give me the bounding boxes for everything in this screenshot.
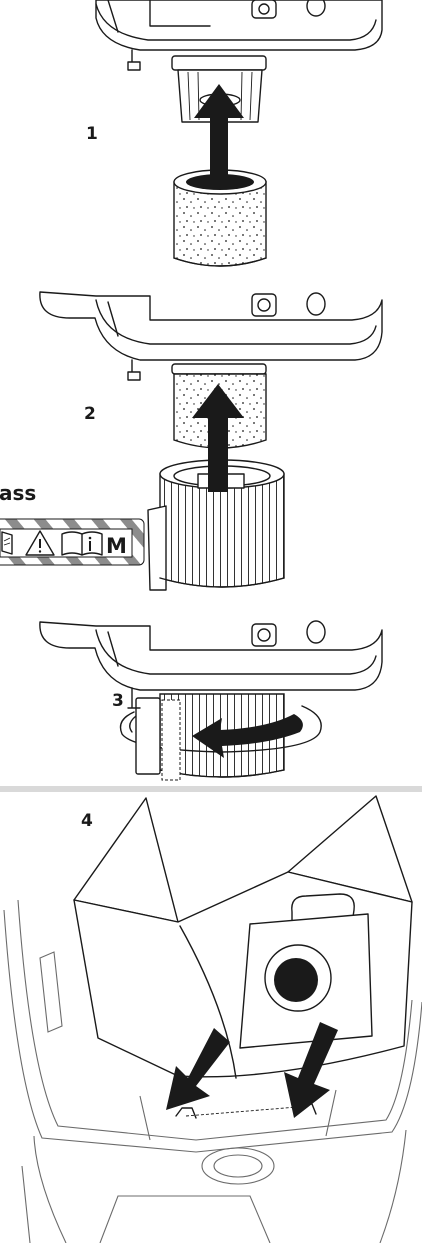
bag-mount-tabs bbox=[175, 1103, 317, 1119]
info-book-icon bbox=[61, 531, 103, 556]
arrow-down-right-icon bbox=[284, 1022, 338, 1118]
step-3-label: 3 bbox=[112, 691, 124, 711]
arrow-down-left-icon bbox=[166, 1028, 230, 1110]
rotate-arrow-icon bbox=[192, 714, 303, 758]
panel-divider bbox=[0, 786, 422, 792]
step-3-panel: 3 bbox=[39, 620, 383, 781]
arrow-up-icon bbox=[194, 84, 244, 186]
vacuum-head-housing bbox=[95, 0, 383, 71]
step-1-label: 1 bbox=[86, 124, 98, 144]
vacuum-head-housing bbox=[39, 620, 383, 691]
bag-collar-plate bbox=[239, 893, 373, 1049]
step-2-panel: 2 bbox=[39, 291, 383, 591]
step-4-label: 4 bbox=[81, 811, 93, 831]
warning-triangle-icon bbox=[25, 530, 55, 556]
manual-book-icon bbox=[1, 531, 13, 555]
vacuum-head-housing bbox=[39, 291, 383, 381]
safety-class-badge: M bbox=[0, 518, 145, 566]
cropped-heading-fragment: ass bbox=[0, 481, 36, 505]
step-1-panel: 1 bbox=[86, 0, 383, 267]
locking-clip bbox=[127, 687, 181, 781]
container-tub bbox=[3, 899, 422, 1243]
step-4-panel: 4 bbox=[3, 795, 422, 1243]
arrow-up-icon bbox=[192, 384, 244, 492]
dust-class-letter: M bbox=[106, 534, 127, 558]
foam-filter-sleeve bbox=[173, 169, 267, 267]
step-2-label: 2 bbox=[84, 404, 96, 424]
